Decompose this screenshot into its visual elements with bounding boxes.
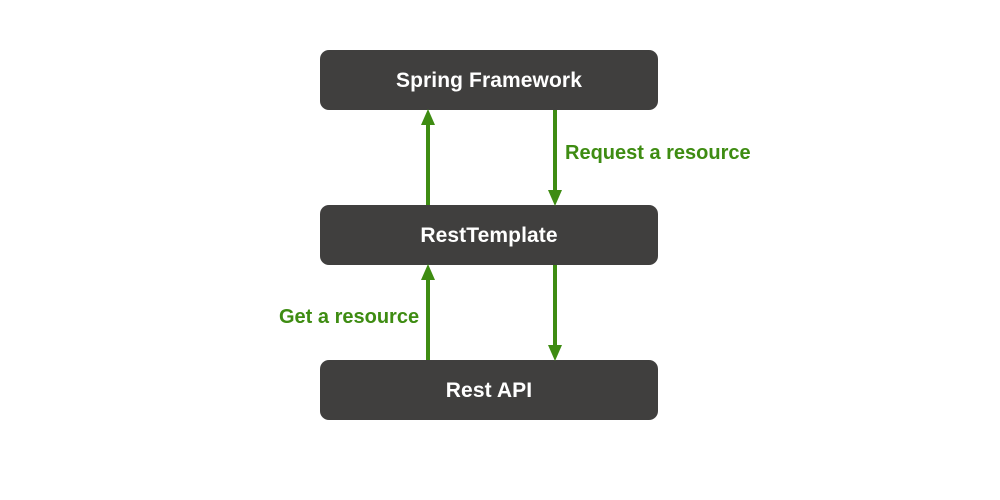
node-resttemplate[interactable]: RestTemplate bbox=[320, 205, 658, 265]
edge-label-request-a-resource: Request a resource bbox=[565, 142, 751, 164]
edge-label-get-a-resource: Get a resource bbox=[279, 306, 420, 328]
node-label-resttemplate: RestTemplate bbox=[420, 223, 558, 247]
arrow-response-to-spring bbox=[421, 109, 435, 205]
node-spring-framework[interactable]: Spring Framework bbox=[320, 50, 658, 110]
arrow-request-a-resource bbox=[548, 110, 562, 206]
arrow-call-rest-api bbox=[548, 265, 562, 361]
arrow-get-a-resource bbox=[421, 264, 435, 360]
node-label-rest-api: Rest API bbox=[445, 378, 533, 402]
node-label-spring-framework: Spring Framework bbox=[396, 68, 582, 92]
arrow-head-get-resource bbox=[421, 264, 435, 280]
node-rest-api[interactable]: Rest API bbox=[320, 360, 658, 420]
arrow-head-request bbox=[548, 190, 562, 206]
arrow-head-call-api bbox=[548, 345, 562, 361]
arrow-head-response bbox=[421, 109, 435, 125]
